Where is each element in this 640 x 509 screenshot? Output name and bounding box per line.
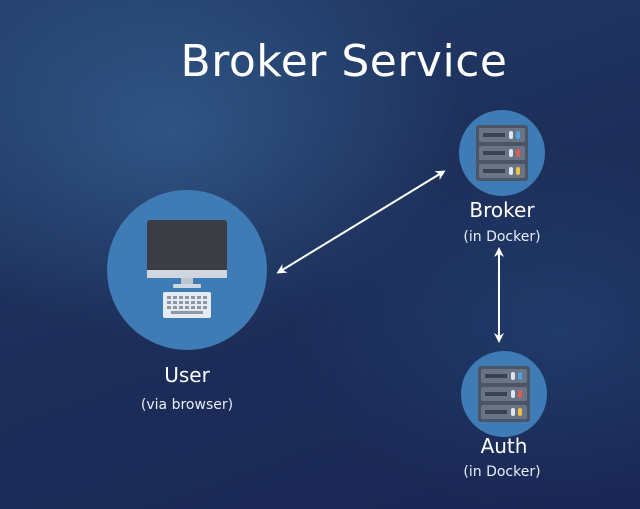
- auth-sublabel: (in Docker): [463, 464, 541, 480]
- diagram-title: Broker Service: [180, 36, 508, 87]
- user-broker-arrow: [276, 170, 446, 274]
- broker-sublabel: (in Docker): [463, 229, 541, 245]
- desktop-computer-icon: [147, 220, 227, 318]
- user-label: User: [164, 363, 210, 387]
- server-rack-icon: [476, 125, 528, 181]
- broker-label: Broker: [469, 198, 535, 222]
- server-rack-icon: [478, 366, 530, 422]
- user-sublabel: (via browser): [140, 397, 234, 413]
- auth-label: Auth: [480, 434, 528, 458]
